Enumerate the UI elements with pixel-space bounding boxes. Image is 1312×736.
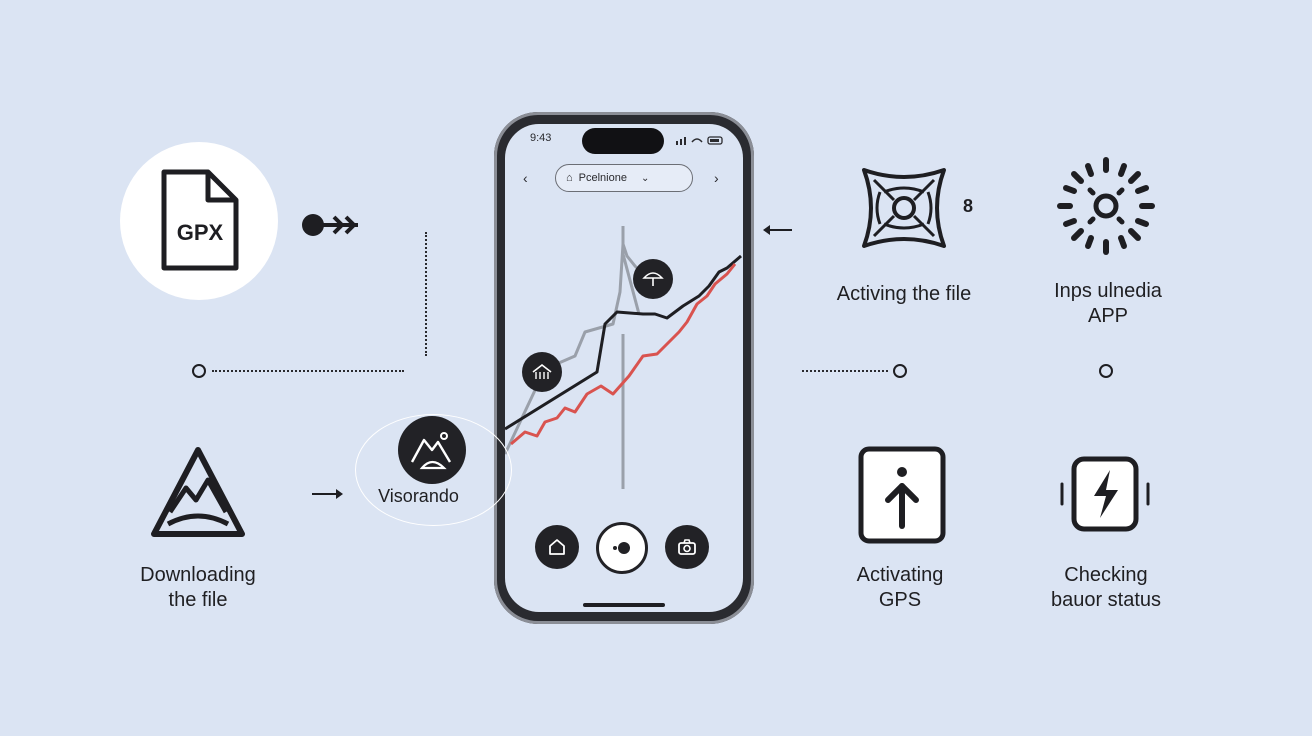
camera-button[interactable] bbox=[665, 525, 709, 569]
connector-line bbox=[802, 370, 888, 372]
home-indicator bbox=[583, 603, 665, 607]
location-search-text: Pcelnione bbox=[578, 172, 627, 184]
fast-forward-arrow-icon bbox=[302, 214, 358, 236]
activating-gps-label: Activating GPS bbox=[856, 564, 944, 611]
mountain-icon bbox=[151, 447, 245, 537]
gpx-badge-text: GPX bbox=[177, 220, 224, 245]
gpx-file-icon: GPX bbox=[161, 169, 239, 271]
connector-line bbox=[425, 232, 427, 356]
step-node bbox=[192, 364, 206, 378]
step-node bbox=[1099, 364, 1113, 378]
sun-burst-icon bbox=[1057, 157, 1155, 255]
nav-next-button[interactable]: › bbox=[714, 170, 719, 186]
hiker-icon bbox=[410, 432, 452, 470]
home-icon bbox=[549, 539, 565, 555]
arrow-right-icon bbox=[312, 489, 343, 499]
connector-line bbox=[212, 370, 404, 372]
visorando-label: Visorando bbox=[378, 486, 459, 506]
step-node bbox=[893, 364, 907, 378]
camera-notch bbox=[582, 128, 664, 154]
status-time: 9:43 bbox=[530, 132, 552, 144]
visorando-logo bbox=[398, 416, 466, 484]
battery-status-label: Checking bauor status bbox=[1050, 564, 1162, 611]
nav-prev-button[interactable]: ‹ bbox=[523, 170, 528, 186]
chevron-down-icon: ⌄ bbox=[640, 172, 650, 184]
gps-upload-icon bbox=[858, 446, 946, 544]
activating-file-label: Activing the file bbox=[836, 283, 972, 305]
arrow-left-icon bbox=[763, 225, 792, 235]
downloading-label: Downloading the file bbox=[140, 564, 256, 611]
shelter-icon bbox=[532, 363, 552, 379]
status-icons bbox=[676, 136, 723, 145]
battery-bolt-icon bbox=[1060, 456, 1150, 532]
signal-grid-icon bbox=[862, 168, 946, 248]
location-search-field[interactable]: ⌂ Pcelnione ⌄ bbox=[555, 164, 693, 192]
visorando-app-bubble[interactable] bbox=[355, 414, 512, 526]
umbrella-icon bbox=[642, 272, 664, 286]
open-app-label: Inps ulnedia APP bbox=[1054, 280, 1162, 327]
map-marker-shelter[interactable] bbox=[522, 352, 562, 392]
record-icon bbox=[613, 542, 630, 554]
home-button[interactable] bbox=[535, 525, 579, 569]
map-marker-summit[interactable] bbox=[633, 259, 673, 299]
file-count-badge: 8 bbox=[963, 196, 974, 216]
camera-icon bbox=[678, 539, 696, 555]
pin-icon: ⌂ bbox=[566, 172, 573, 184]
record-button[interactable] bbox=[596, 522, 648, 574]
